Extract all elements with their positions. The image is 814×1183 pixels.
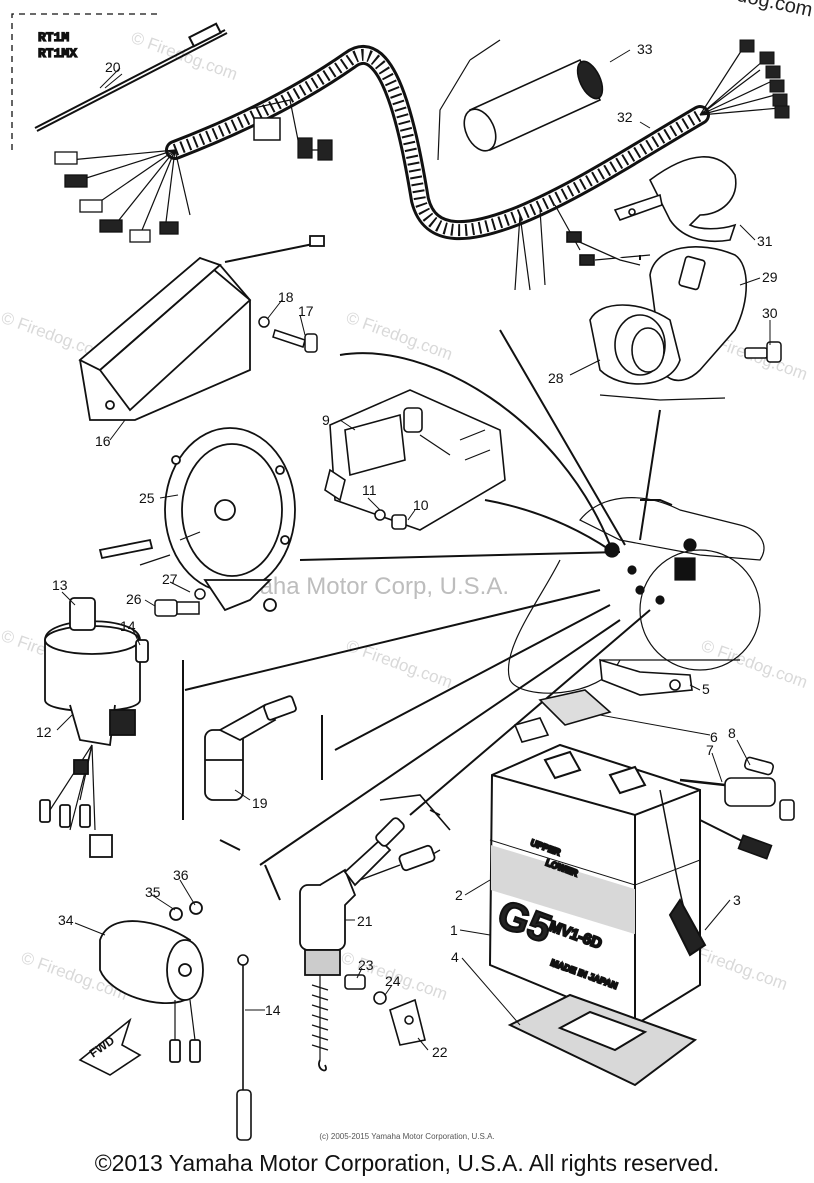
part-number-26: 26 bbox=[126, 591, 142, 607]
part-number-22: 22 bbox=[432, 1044, 448, 1060]
part-number-34: 34 bbox=[58, 912, 74, 928]
part-number-11: 11 bbox=[362, 482, 377, 498]
fwd-arrow: FWD bbox=[78, 1017, 142, 1076]
part-number-7: 7 bbox=[706, 742, 714, 758]
part-number-35: 35 bbox=[145, 884, 161, 900]
part-number-19: 19 bbox=[252, 795, 268, 811]
part-number-13: 13 bbox=[52, 577, 68, 593]
part-number-28: 28 bbox=[548, 370, 564, 386]
part-29-28-drawing bbox=[566, 231, 748, 385]
part-number-25: 25 bbox=[139, 490, 155, 506]
small-copyright: (c) 2005-2015 Yamaha Motor Corporation, … bbox=[319, 1132, 495, 1141]
part-16-drawing bbox=[78, 235, 325, 421]
part-number-2: 2 bbox=[455, 887, 463, 903]
cable-20-drawing bbox=[34, 22, 228, 132]
part-34-35-36-drawing bbox=[99, 901, 204, 1063]
part-9-drawing bbox=[324, 389, 506, 531]
bike-outline-drawing bbox=[507, 497, 765, 694]
watermark-text: © Firedog.com bbox=[699, 636, 810, 692]
part-number-17: 17 bbox=[298, 303, 314, 319]
part-30-drawing bbox=[744, 341, 782, 363]
part-number-9: 9 bbox=[322, 412, 330, 428]
number-leaders bbox=[56, 49, 771, 1051]
part-number-29: 29 bbox=[762, 269, 778, 285]
part-number-32: 32 bbox=[617, 109, 633, 125]
part-number-1: 1 bbox=[450, 922, 458, 938]
part-number-6: 6 bbox=[710, 729, 718, 745]
watermark-text: © Firedog.com bbox=[344, 636, 455, 692]
model-label-rt1m: RT1M bbox=[38, 30, 69, 45]
part-7-8-drawing bbox=[679, 756, 795, 860]
wire-harness-drawing bbox=[54, 39, 790, 291]
watermark-text: © Firedog.com bbox=[344, 308, 455, 364]
part-numbers: 20 33 32 31 29 30 28 18 17 16 9 11 10 25… bbox=[36, 41, 778, 1060]
part-number-33: 33 bbox=[637, 41, 653, 57]
model-label-rt1mx: RT1MX bbox=[38, 46, 77, 61]
part-31-drawing bbox=[613, 156, 737, 243]
part-number-21: 21 bbox=[357, 913, 373, 929]
part-12-13-drawing bbox=[39, 597, 149, 858]
model-box: RT1M RT1MX bbox=[11, 13, 160, 150]
part-number-12: 12 bbox=[36, 724, 52, 740]
part-number-20: 20 bbox=[105, 59, 121, 75]
part-33-drawing bbox=[463, 58, 604, 152]
part-number-14b: 14 bbox=[265, 1002, 281, 1018]
part-14b-drawing bbox=[236, 954, 252, 1141]
part-number-3: 3 bbox=[733, 892, 741, 908]
part-number-14a: 14 bbox=[120, 618, 136, 634]
battery-drawing: G5 MV1-6D UPPER LOWER MADE IN JAPAN bbox=[488, 743, 707, 1087]
part-number-10: 10 bbox=[413, 497, 429, 513]
part-number-36: 36 bbox=[173, 867, 189, 883]
part-number-31: 31 bbox=[757, 233, 773, 249]
part-17-18-drawing bbox=[258, 316, 318, 353]
part-21-drawing bbox=[299, 817, 441, 1072]
part-22-23-24-drawing bbox=[344, 974, 426, 1046]
part-number-8: 8 bbox=[728, 725, 736, 741]
footer-copyright: ©2013 Yamaha Motor Corporation, U.S.A. A… bbox=[94, 1150, 720, 1176]
part-number-18: 18 bbox=[278, 289, 294, 305]
part-number-24: 24 bbox=[385, 973, 401, 989]
part-19-drawing bbox=[204, 695, 297, 801]
part-number-30: 30 bbox=[762, 305, 778, 321]
leader-lines bbox=[182, 255, 726, 901]
part-26-27-drawing bbox=[154, 588, 206, 617]
part-25-drawing bbox=[98, 427, 296, 612]
part-5-6-drawing bbox=[513, 658, 693, 743]
part-number-5: 5 bbox=[702, 681, 710, 697]
part-number-16: 16 bbox=[95, 433, 111, 449]
part-number-27: 27 bbox=[162, 571, 178, 587]
part-number-23: 23 bbox=[358, 957, 374, 973]
part-number-4: 4 bbox=[451, 949, 459, 965]
